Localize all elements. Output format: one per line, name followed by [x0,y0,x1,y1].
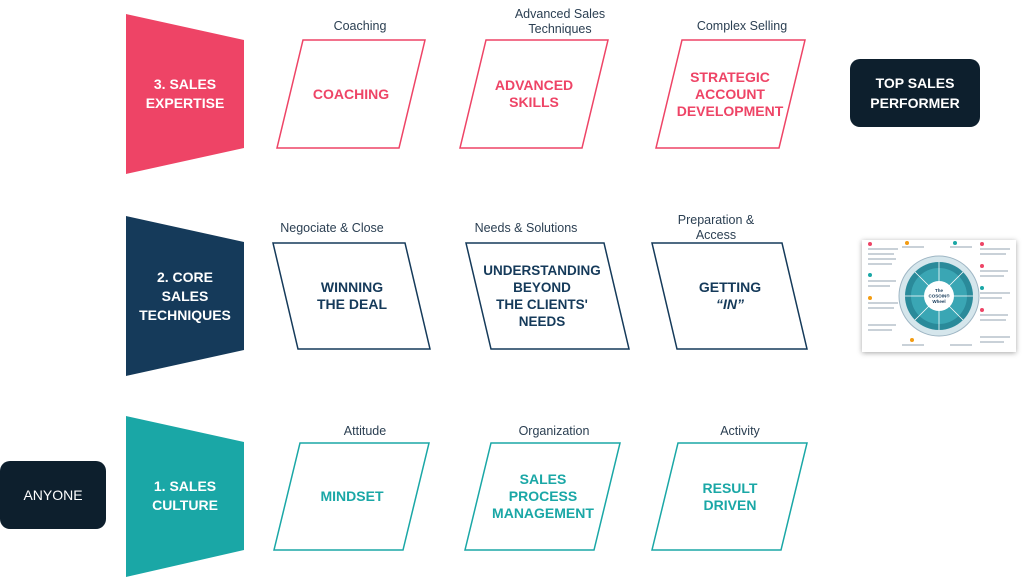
understanding-needs-shape [465,242,630,350]
top-label-needs: Needs & Solutions [474,221,578,235]
result-driven-label: RESULT DRIVEN [702,479,758,513]
understanding-needs-label: UNDERSTANDING BEYOND THE CLIENTS' NEEDS [483,263,601,329]
tier-3-label: 3. SALES EXPERTISE [145,76,225,111]
advanced-skills-label: ADVANCED SKILLS [494,77,574,110]
in-text: “IN” [716,296,744,312]
top-label-advanced-sales: Advanced Sales Techniques [514,7,606,36]
sales-process-shape [464,442,621,551]
top-label-organization: Organization [518,424,590,438]
sales-process-label: SALES PROCESS MANAGEMENT [492,471,594,521]
svg-text:The: The [935,288,943,293]
mindset-shape [273,442,430,551]
coaching-label: COACHING [312,85,390,102]
top-label-coaching: Coaching [333,19,387,33]
winning-deal-shape [272,242,431,350]
getting-in-label: GETTING “IN” [664,243,796,349]
top-label-preparation: Preparation & Access [677,213,755,242]
getting-text: GETTING [698,279,762,295]
top-label-attitude: Attitude [343,424,387,438]
top-label-activity: Activity [720,424,760,438]
top-label-complex-selling: Complex Selling [696,19,788,33]
getting-in-shape [651,242,808,350]
advanced-skills-shape [459,39,609,149]
wheel-graphic: The COSOIN® Wheel [868,241,1010,346]
strategic-account-label: STRATEGIC ACCOUNT DEVELOPMENT [676,68,784,119]
svg-text:Wheel: Wheel [932,299,945,304]
tier-3-trapezoid [126,14,244,174]
anyone-badge: ANYONE [0,461,106,529]
coaching-shape [276,39,426,149]
tier-1-label: 1. SALES CULTURE [152,478,218,513]
top-sales-performer-badge: TOP SALES PERFORMER [850,59,980,127]
sales-wheel-thumbnail: The COSOIN® Wheel [862,240,1016,352]
svg-text:COSOIN®: COSOIN® [928,293,950,299]
tier-2-trapezoid [126,216,244,376]
mindset-label: MINDSET [320,488,384,504]
top-label-negociate: Negociate & Close [280,221,384,235]
winning-deal-label: WINNING THE DEAL [317,279,387,312]
tier-1-trapezoid [126,416,244,577]
tier-2-label: 2. CORE SALES TECHNIQUES [139,268,231,323]
strategic-account-shape [655,39,806,149]
result-driven-shape [651,442,808,551]
